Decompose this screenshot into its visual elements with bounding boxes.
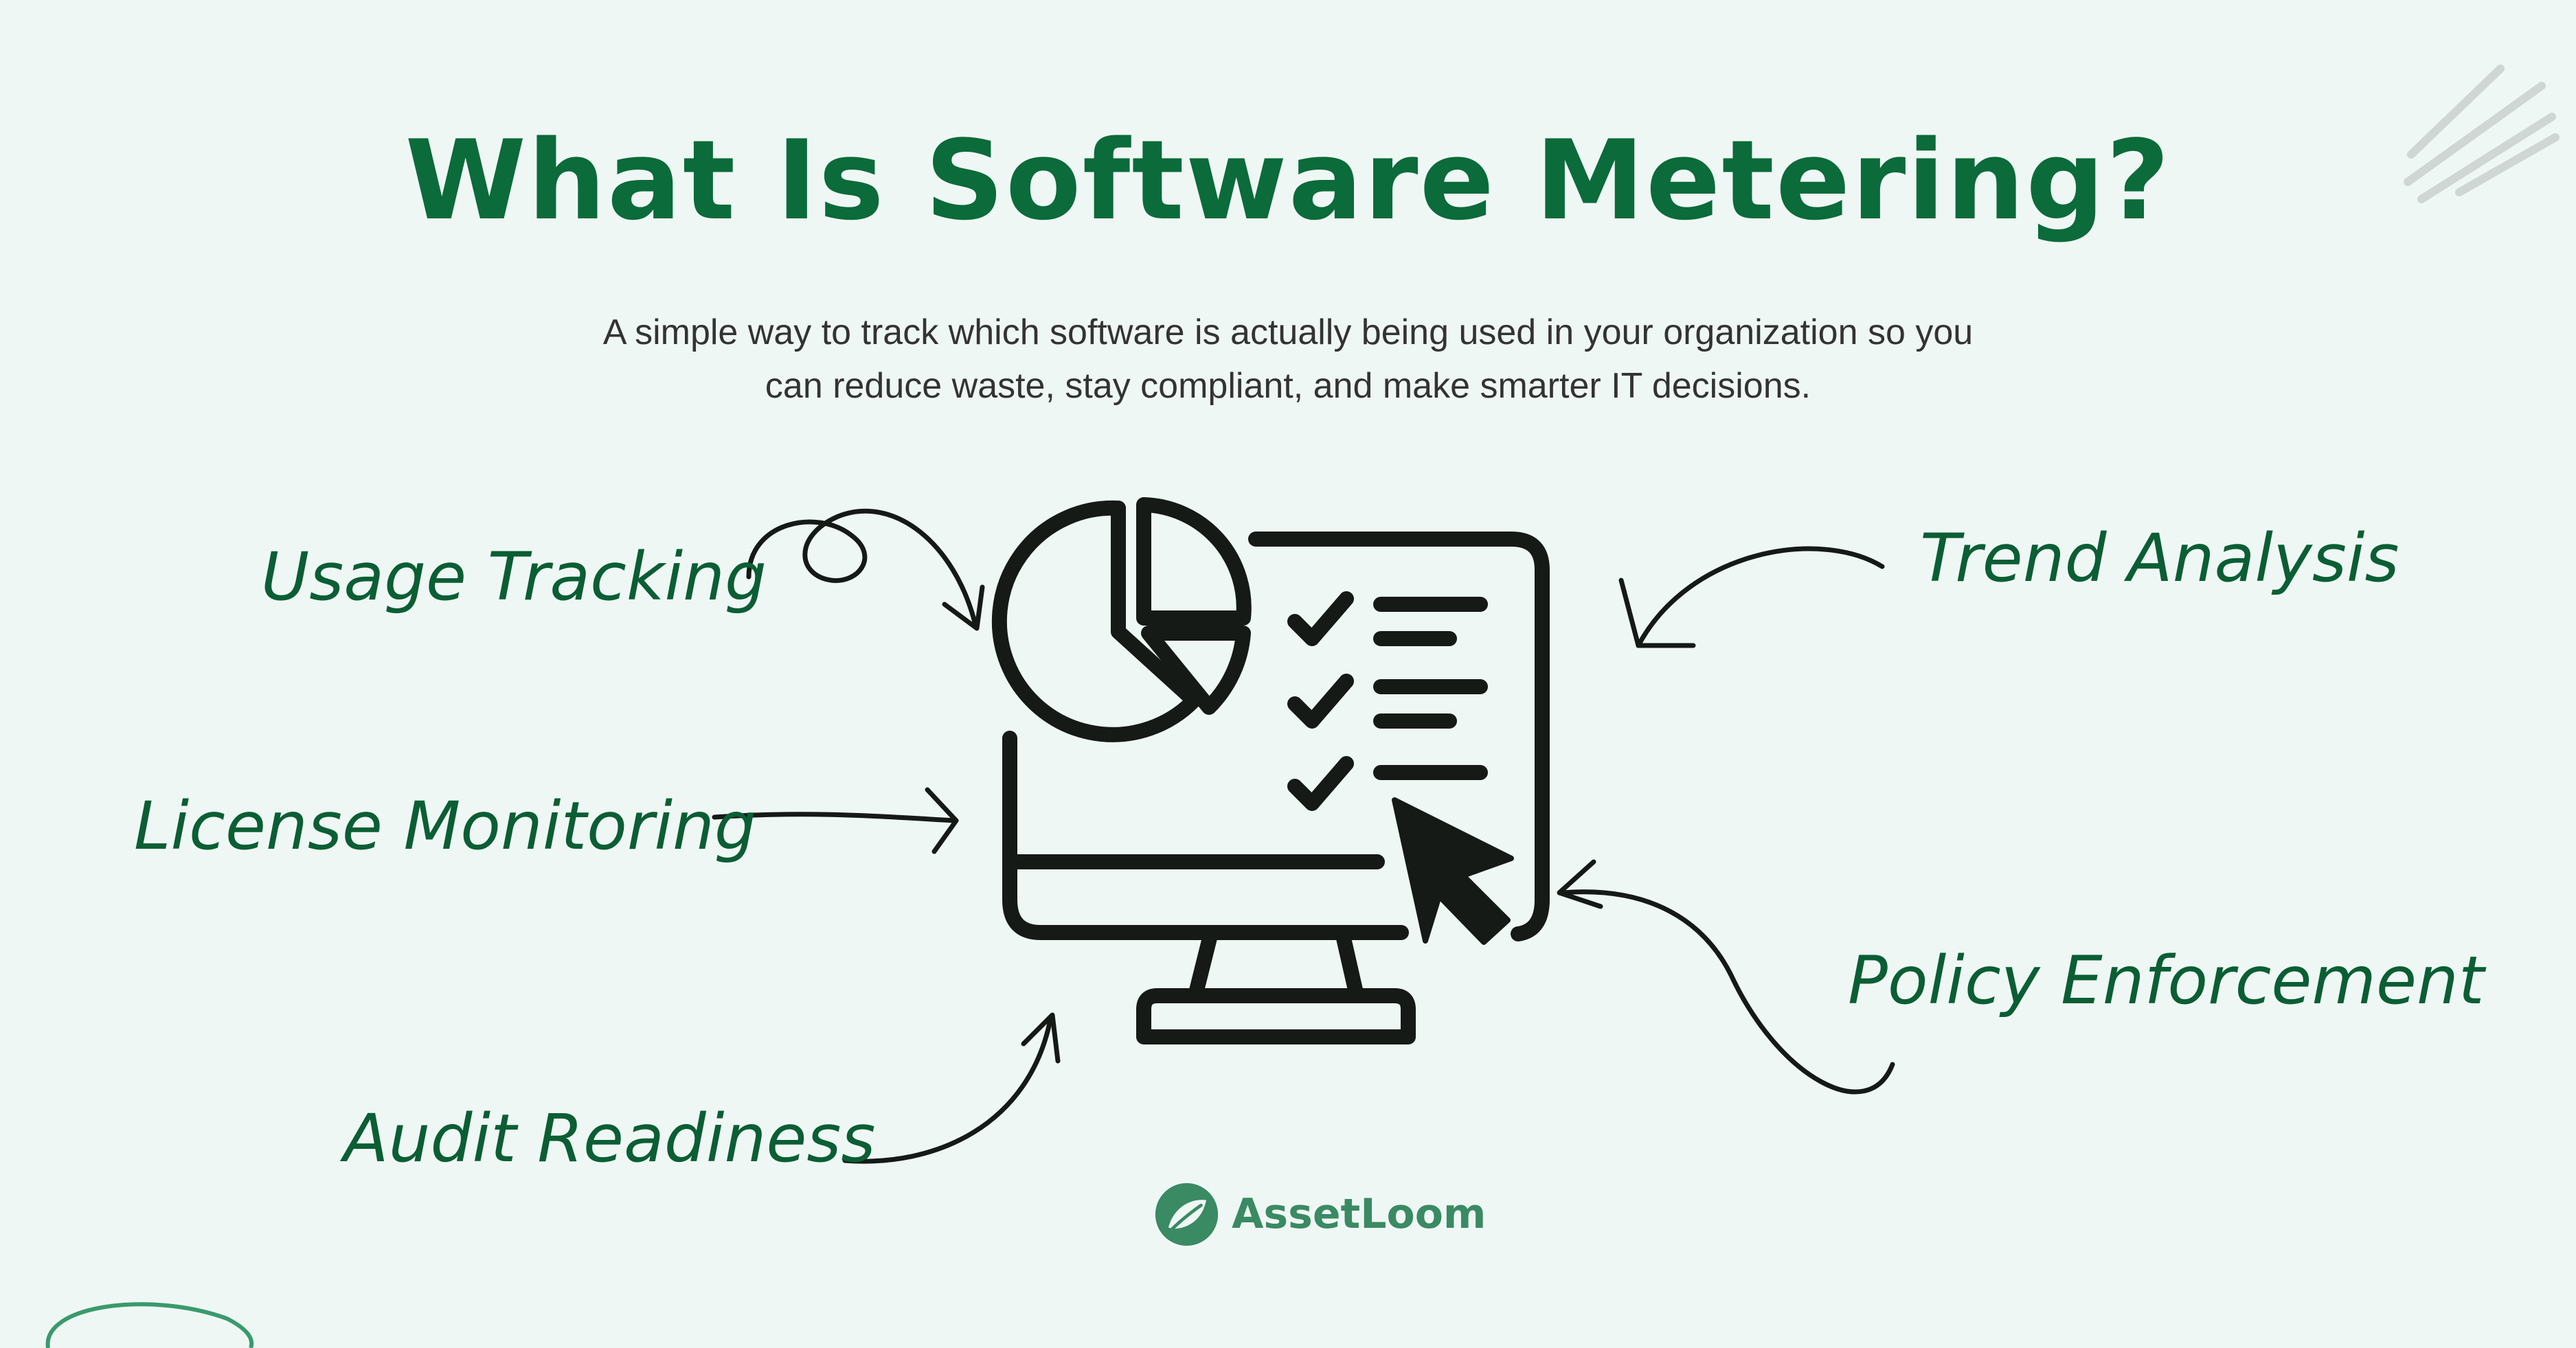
subtitle-line-2: can reduce waste, stay compliant, and ma… [765,366,1811,406]
leaf-logo-icon [1155,1183,1219,1246]
usage-tracking-arrowhead [942,584,985,631]
license-monitoring-arrow [712,812,958,823]
monitor-with-pie-chart-checklist-cursor-icon [991,497,1550,1044]
page-title: What Is Software Metering? [405,116,2171,244]
trend-analysis-arrowhead [1618,578,1696,648]
usage-tracking-arrow [746,508,978,628]
trend-analysis-arrow [1636,546,1885,648]
cursor-icon [1392,797,1514,945]
subtitle-line-1: A simple way to track which software is … [602,312,1974,352]
decorative-strokes-top-right [2404,65,2560,203]
label-audit-readiness: Audit Readiness [343,1100,876,1177]
brand-logo: AssetLoom [1154,1180,1486,1248]
page-subtitle: A simple way to track which software is … [532,306,2044,413]
audit-readiness-arrow [842,1014,1054,1164]
policy-enforcement-arrow [1560,889,1895,1095]
license-monitoring-arrowhead [925,787,959,854]
audit-readiness-arrowhead [1021,1012,1061,1064]
label-trend-analysis: Trend Analysis [1920,520,2399,597]
policy-enforcement-arrowhead [1557,859,1603,909]
decorative-swirl-bottom-left [45,1302,254,1348]
brand-name: AssetLoom [1232,1190,1487,1238]
label-license-monitoring: License Monitoring [134,788,756,865]
label-usage-tracking: Usage Tracking [261,538,767,615]
label-policy-enforcement: Policy Enforcement [1848,942,2485,1019]
